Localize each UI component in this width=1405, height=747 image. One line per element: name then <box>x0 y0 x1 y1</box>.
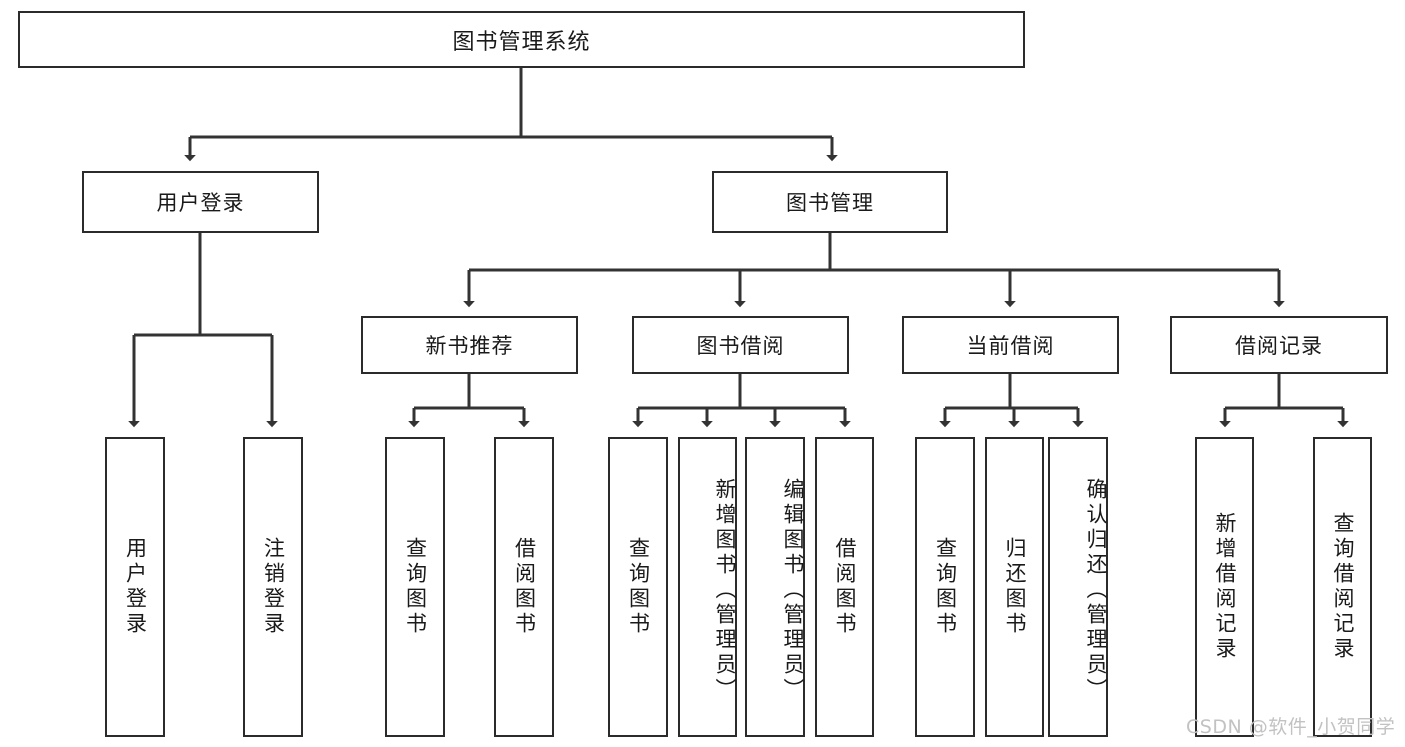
node-user-login[interactable]: 用户登录 <box>82 171 319 233</box>
node-leaf-return-book[interactable]: 归还图书 <box>985 437 1044 737</box>
csdn-watermark: CSDN @软件_小贺同学 <box>1186 716 1396 738</box>
node-leaf-confirm-return[interactable]: 确认归还（管理员） <box>1048 437 1108 737</box>
node-root-book-management-system[interactable]: 图书管理系统 <box>18 11 1025 68</box>
connector-newbook-to-leaves <box>408 374 530 428</box>
node-leaf-query-book-1[interactable]: 查询图书 <box>385 437 445 737</box>
connector-borrowrecord-to-leaves <box>1219 374 1349 428</box>
node-book-management[interactable]: 图书管理 <box>712 171 948 233</box>
node-leaf-query-book-2[interactable]: 查询图书 <box>608 437 668 737</box>
connector-bookmgmt-to-level3 <box>463 232 1285 308</box>
node-borrow-record[interactable]: 借阅记录 <box>1170 316 1388 374</box>
node-book-borrow[interactable]: 图书借阅 <box>632 316 849 374</box>
node-leaf-logout-login[interactable]: 注销登录 <box>243 437 303 737</box>
node-leaf-user-login[interactable]: 用户登录 <box>105 437 165 737</box>
connector-userlogin-to-leaves <box>128 232 278 428</box>
node-leaf-query-book-3[interactable]: 查询图书 <box>915 437 975 737</box>
node-leaf-borrow-book-2[interactable]: 借阅图书 <box>815 437 874 737</box>
connector-bookborrow-to-leaves <box>632 374 851 428</box>
node-leaf-edit-book[interactable]: 编辑图书（管理员） <box>745 437 805 737</box>
connector-currentborrow-to-leaves <box>939 374 1084 428</box>
node-leaf-add-book[interactable]: 新增图书（管理员） <box>678 437 737 737</box>
node-leaf-borrow-book-1[interactable]: 借阅图书 <box>494 437 554 737</box>
node-current-borrow[interactable]: 当前借阅 <box>902 316 1119 374</box>
node-leaf-add-borrow-record[interactable]: 新增借阅记录 <box>1195 437 1254 737</box>
connector-root-to-level2 <box>184 68 838 162</box>
node-leaf-query-borrow-record[interactable]: 查询借阅记录 <box>1313 437 1372 737</box>
node-new-book-recommend[interactable]: 新书推荐 <box>361 316 578 374</box>
